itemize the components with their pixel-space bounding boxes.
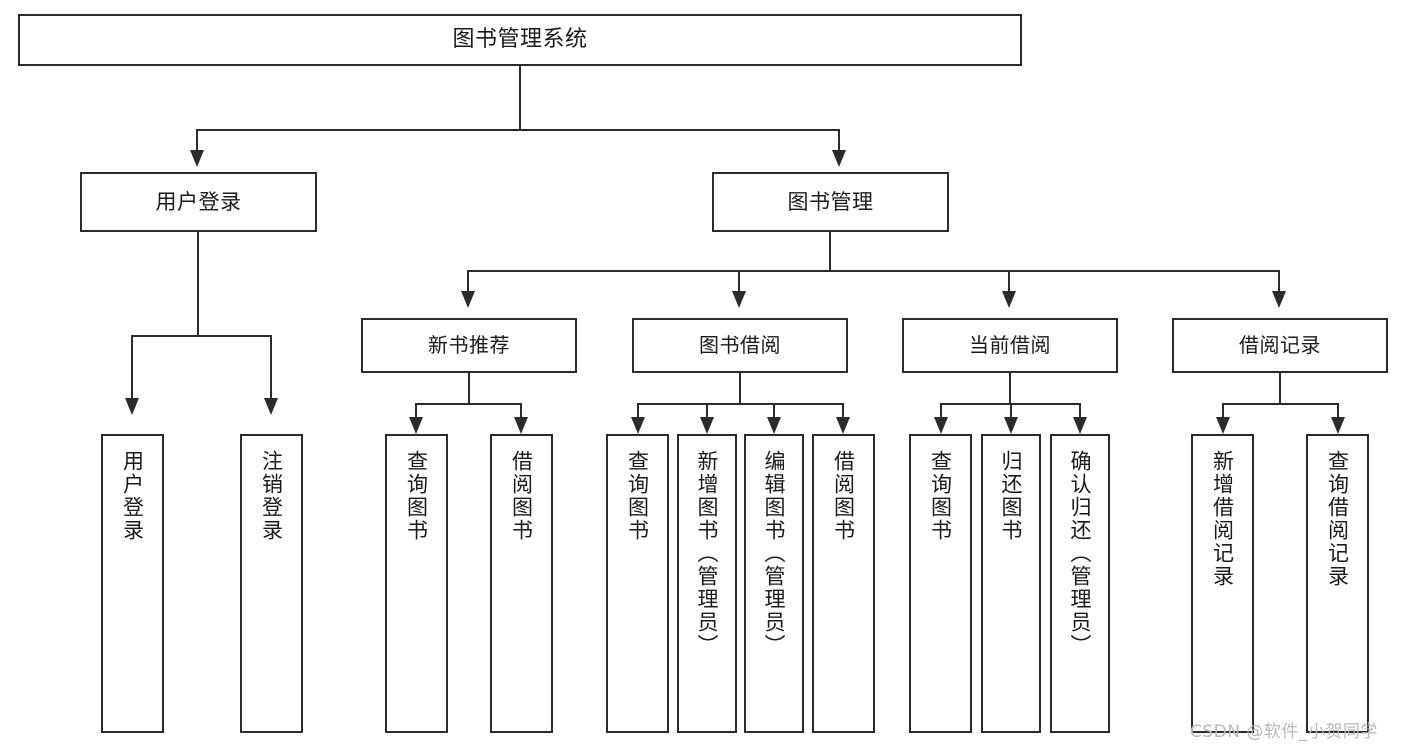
connector-new-book-recommend-stem xyxy=(468,373,470,405)
node-label: 用户登录 xyxy=(155,189,242,214)
arrowhead-br-add-record xyxy=(1216,417,1230,434)
node-label: 当前借阅 xyxy=(969,333,1051,357)
node-label: 图书管理 xyxy=(787,189,874,214)
node-label: 查询图书 xyxy=(928,450,953,542)
arrowhead-current-borrow xyxy=(1002,291,1016,308)
connector-book-management-stem xyxy=(829,232,831,272)
node-label: 借阅记录 xyxy=(1239,333,1321,357)
arrowhead-borrow-record xyxy=(1272,291,1286,308)
arrowhead-nbr-borrow-book xyxy=(514,417,528,434)
connector-drop-user-login xyxy=(196,129,198,153)
node-current-borrow[interactable]: 当前借阅 xyxy=(902,318,1118,373)
arrowhead-book-borrow xyxy=(732,291,746,308)
arrowhead-nbr-query-book xyxy=(409,417,423,434)
connector-borrow-record-bus xyxy=(1222,403,1339,405)
connector-drop-current-borrow xyxy=(1008,270,1010,292)
leaf-cb-return-book[interactable]: 归还图书 xyxy=(981,434,1041,733)
connector-drop-cb-query-book xyxy=(940,403,942,419)
node-label: 新增图书（管理员） xyxy=(695,450,720,657)
connector-drop-cb-return-book xyxy=(1010,403,1012,419)
node-label: 查询图书 xyxy=(404,450,429,542)
arrowhead-leaf-logout xyxy=(264,398,278,415)
connector-drop-leaf-logout xyxy=(270,335,272,399)
leaf-user-login[interactable]: 用户登录 xyxy=(101,434,164,733)
connector-level2-bus xyxy=(467,270,1280,272)
connector-drop-book-borrow xyxy=(738,270,740,292)
connector-new-book-recommend-bus xyxy=(415,403,522,405)
arrowhead-book-management xyxy=(832,150,846,167)
node-label: 新增借阅记录 xyxy=(1210,450,1235,588)
connector-drop-nbr-borrow-book xyxy=(520,403,522,419)
connector-drop-br-query-record xyxy=(1337,403,1339,419)
connector-drop-cb-confirm-return xyxy=(1079,403,1081,419)
connector-drop-bb-borrow-book xyxy=(842,403,844,419)
leaf-nbr-query-book[interactable]: 查询图书 xyxy=(385,434,448,733)
connector-drop-borrow-record xyxy=(1278,270,1280,292)
leaf-cb-confirm-return[interactable]: 确认归还（管理员） xyxy=(1050,434,1110,733)
connector-level1-bus xyxy=(196,129,840,131)
connector-current-borrow-stem xyxy=(1009,373,1011,405)
connector-drop-br-add-record xyxy=(1222,403,1224,419)
leaf-br-query-record[interactable]: 查询借阅记录 xyxy=(1306,434,1369,733)
connector-drop-bb-edit-book xyxy=(773,403,775,419)
arrowhead-new-book-recommend xyxy=(461,291,475,308)
leaf-logout[interactable]: 注销登录 xyxy=(240,434,303,733)
connector-drop-new-book-recommend xyxy=(467,270,469,292)
leaf-bb-add-book[interactable]: 新增图书（管理员） xyxy=(677,434,737,733)
node-label: 注销登录 xyxy=(259,450,284,542)
watermark-csdn: CSDN @软件_小贺同学 xyxy=(1190,722,1378,742)
connector-drop-leaf-user-login xyxy=(131,335,133,399)
node-new-book-recommend[interactable]: 新书推荐 xyxy=(361,318,577,373)
node-label: 确认归还（管理员） xyxy=(1068,450,1093,657)
arrowhead-bb-query-book xyxy=(631,417,645,434)
arrowhead-bb-borrow-book xyxy=(836,417,850,434)
connector-book-borrow-bus xyxy=(637,403,844,405)
leaf-bb-query-book[interactable]: 查询图书 xyxy=(606,434,669,733)
node-book-borrow[interactable]: 图书借阅 xyxy=(632,318,848,373)
arrowhead-cb-return-book xyxy=(1004,417,1018,434)
connector-drop-nbr-query-book xyxy=(415,403,417,419)
node-label: 查询图书 xyxy=(625,450,650,542)
node-book-management[interactable]: 图书管理 xyxy=(712,172,949,232)
node-label: 借阅图书 xyxy=(509,450,534,542)
node-label: 编辑图书（管理员） xyxy=(762,450,787,657)
connector-user-login-bus xyxy=(131,335,272,337)
node-root-book-management-system[interactable]: 图书管理系统 xyxy=(18,14,1022,66)
connector-book-borrow-stem xyxy=(739,373,741,405)
node-label: 借阅图书 xyxy=(831,450,856,542)
node-label: 用户登录 xyxy=(120,450,145,542)
arrowhead-bb-add-book xyxy=(700,417,714,434)
leaf-cb-query-book[interactable]: 查询图书 xyxy=(909,434,972,733)
connector-drop-bb-query-book xyxy=(637,403,639,419)
arrowhead-bb-edit-book xyxy=(767,417,781,434)
connector-borrow-record-stem xyxy=(1279,373,1281,405)
node-user-login[interactable]: 用户登录 xyxy=(80,172,317,232)
node-label: 新书推荐 xyxy=(428,333,510,357)
arrowhead-cb-confirm-return xyxy=(1073,417,1087,434)
connector-user-login-stem xyxy=(197,232,199,336)
arrowhead-br-query-record xyxy=(1331,417,1345,434)
connector-root-stem xyxy=(519,66,521,130)
arrowhead-user-login xyxy=(190,150,204,167)
connector-drop-bb-add-book xyxy=(706,403,708,419)
node-label: 图书管理系统 xyxy=(452,27,588,53)
leaf-br-add-record[interactable]: 新增借阅记录 xyxy=(1191,434,1254,733)
leaf-bb-borrow-book[interactable]: 借阅图书 xyxy=(812,434,875,733)
node-borrow-record[interactable]: 借阅记录 xyxy=(1172,318,1388,373)
leaf-nbr-borrow-book[interactable]: 借阅图书 xyxy=(490,434,553,733)
leaf-bb-edit-book[interactable]: 编辑图书（管理员） xyxy=(744,434,804,733)
arrowhead-cb-query-book xyxy=(934,417,948,434)
arrowhead-leaf-user-login xyxy=(125,398,139,415)
connector-drop-book-management xyxy=(838,129,840,153)
node-label: 归还图书 xyxy=(999,450,1024,542)
node-label: 图书借阅 xyxy=(699,333,781,357)
node-label: 查询借阅记录 xyxy=(1325,450,1350,588)
